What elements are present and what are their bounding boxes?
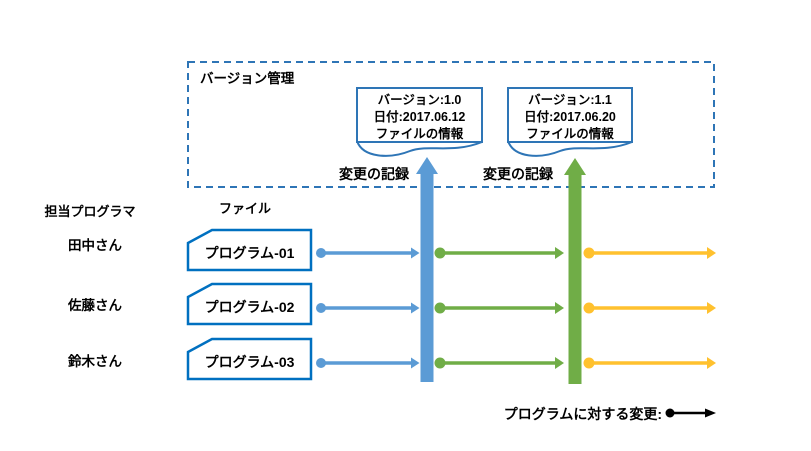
change-dot-orange	[583, 247, 595, 259]
change-arrowhead-orange	[707, 302, 716, 314]
change-arrowhead-green	[555, 247, 564, 259]
change-arrowhead-blue	[411, 302, 420, 314]
change-arrowhead-blue	[411, 247, 420, 259]
version-bar-1-1-arrowhead	[564, 158, 586, 175]
change-record-label-1: 変更の記録	[339, 166, 409, 182]
legend-dot	[665, 408, 675, 418]
change-dot-orange	[583, 357, 595, 369]
programmer-name-3: 鈴木さん	[68, 354, 122, 369]
file-label-program-01: プログラム-01	[204, 245, 295, 261]
change-arrowhead-green	[555, 357, 564, 369]
timeline-row-2	[316, 302, 716, 314]
callout-date-line: 日付:2017.06.20	[524, 110, 616, 124]
file-shape-program-01	[186, 228, 313, 272]
column-header-file: ファイル	[218, 201, 271, 216]
callout-1-wave	[356, 140, 483, 157]
timeline-row-1	[316, 247, 716, 259]
file-shape-program-03	[186, 337, 313, 381]
change-dot-green	[434, 357, 446, 369]
column-header-programmer: 担当プログラマ	[44, 204, 136, 219]
callout-version-1-1: バージョン:1.1 日付:2017.06.20 ファイルの情報	[508, 92, 632, 143]
change-arrowhead-orange	[707, 357, 716, 369]
change-arrowhead-green	[555, 302, 564, 314]
version-bar-1-1-shaft	[568, 174, 582, 384]
change-arrowhead-orange	[707, 247, 716, 259]
version-bar-1-0	[416, 157, 438, 382]
change-dot-blue	[316, 303, 326, 313]
timeline-row-3	[316, 357, 716, 369]
callout-info-line: ファイルの情報	[526, 127, 614, 141]
change-dot-blue	[316, 248, 326, 258]
callout-info-line: ファイルの情報	[375, 127, 464, 141]
legend-change-arrow	[665, 408, 716, 418]
change-dot-orange	[583, 302, 595, 314]
legend-arrowhead	[705, 408, 716, 418]
callout-version-line: バージョン:1.1	[528, 93, 612, 107]
file-shape-program-02	[186, 282, 313, 326]
programmer-name-2: 佐藤さん	[68, 298, 122, 313]
version-management-title: バージョン管理	[200, 71, 295, 86]
change-dot-green	[434, 302, 446, 314]
callout-2-wave	[507, 140, 633, 157]
version-management-frame	[187, 61, 715, 188]
version-bar-1-0-shaft	[420, 173, 434, 382]
callout-1-document-shape	[356, 87, 483, 143]
change-arrowhead-blue	[411, 357, 420, 369]
callout-version-1-0: バージョン:1.0 日付:2017.06.12 ファイルの情報	[357, 92, 482, 143]
callout-version-line: バージョン:1.0	[377, 93, 462, 107]
programmer-name-1: 田中さん	[68, 238, 122, 253]
file-label-program-02: プログラム-02	[204, 299, 295, 315]
callout-date-line: 日付:2017.06.12	[373, 110, 466, 124]
legend-label: プログラムに対する変更:	[503, 406, 662, 422]
change-dot-blue	[316, 358, 326, 368]
callout-2-document-shape	[507, 87, 633, 143]
version-bar-1-1	[564, 158, 586, 384]
file-label-program-03: プログラム-03	[204, 354, 295, 370]
version-bar-1-0-arrowhead	[416, 157, 438, 174]
change-dot-green	[434, 247, 446, 259]
change-record-label-2: 変更の記録	[483, 166, 553, 182]
